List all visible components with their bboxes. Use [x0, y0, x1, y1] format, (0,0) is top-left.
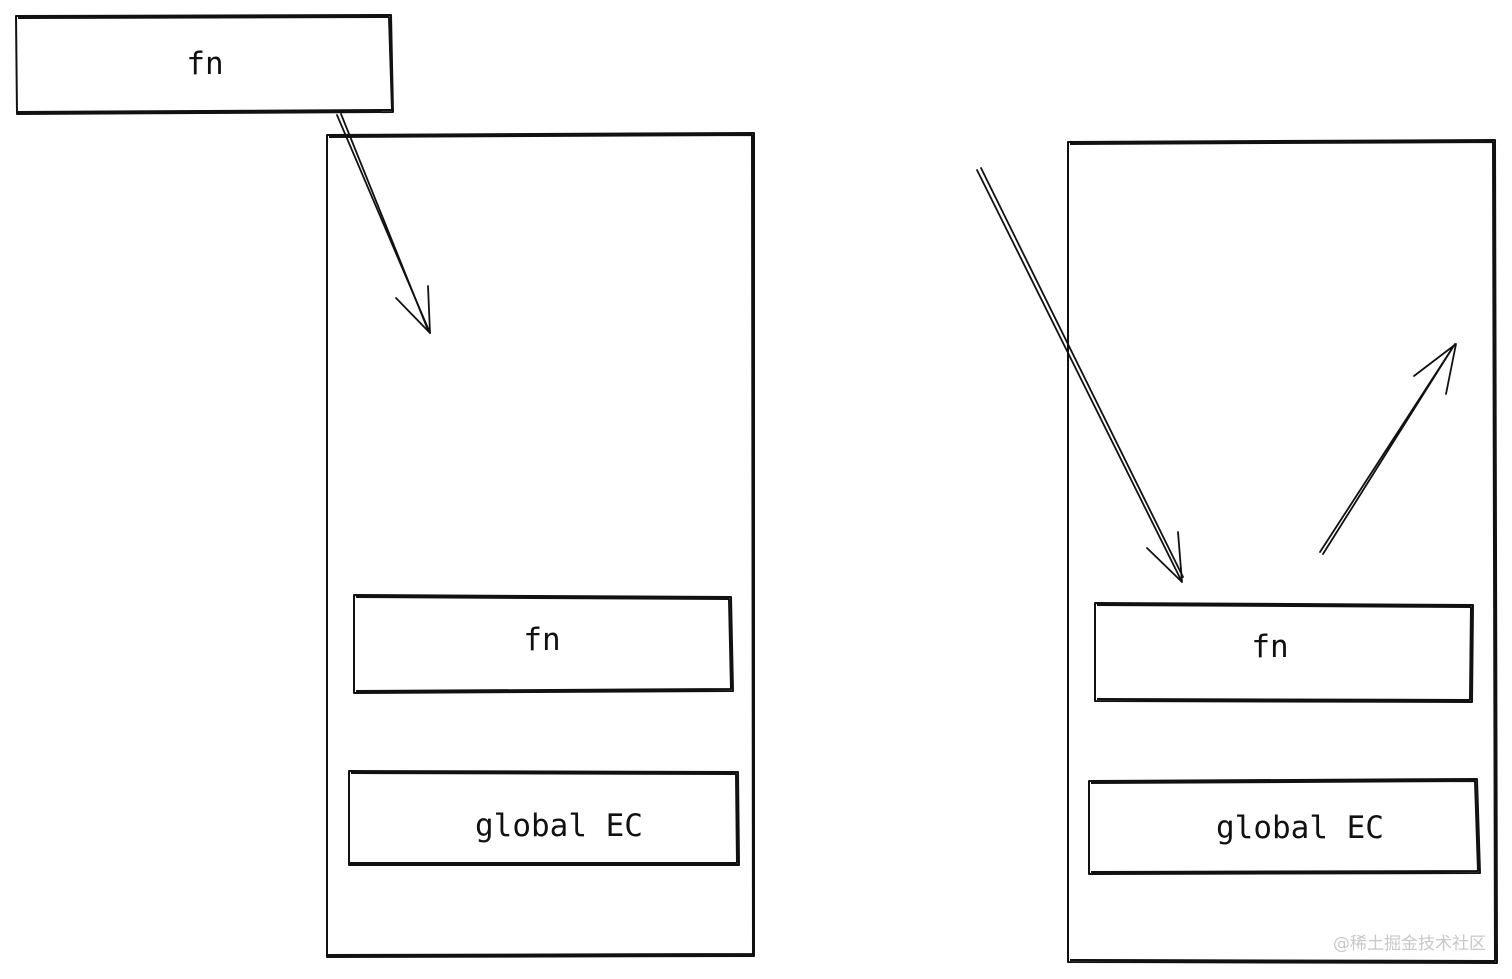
- right-stack-frame-fn-label: fn: [1251, 629, 1288, 665]
- left-call-stack-container: [326, 132, 755, 958]
- right-pop-arrow: [1319, 343, 1457, 555]
- watermark: @稀土掘金技术社区: [1333, 934, 1486, 954]
- left-floating-frame: fn: [15, 14, 394, 115]
- right-stack-frame-global-ec-box: [1088, 778, 1481, 875]
- left-push-arrow: [336, 113, 431, 334]
- left-stack-frame-fn-label: fn: [523, 622, 560, 658]
- right-push-arrow: [976, 167, 1184, 583]
- left-floating-frame-label: fn: [186, 46, 223, 82]
- right-stack-frame-fn: fn: [1094, 602, 1474, 703]
- left-stack-frame-global-ec: global EC: [348, 770, 740, 866]
- left-stack-frame-fn-box: [353, 594, 734, 694]
- right-call-stack: fn global EC: [1067, 139, 1498, 964]
- right-stack-frame-global-ec: global EC: [1088, 778, 1481, 875]
- right-call-stack-container: [1067, 139, 1498, 964]
- right-stack-frame-global-ec-label: global EC: [1216, 810, 1384, 846]
- left-stack-frame-global-ec-label: global EC: [475, 808, 643, 844]
- left-call-stack: fn global EC: [326, 132, 755, 958]
- left-stack-frame-fn: fn: [353, 594, 734, 694]
- right-stack-frame-fn-box: [1094, 602, 1474, 703]
- left-stack-frame-global-ec-box: [348, 770, 740, 866]
- left-floating-frame-box: [15, 14, 394, 115]
